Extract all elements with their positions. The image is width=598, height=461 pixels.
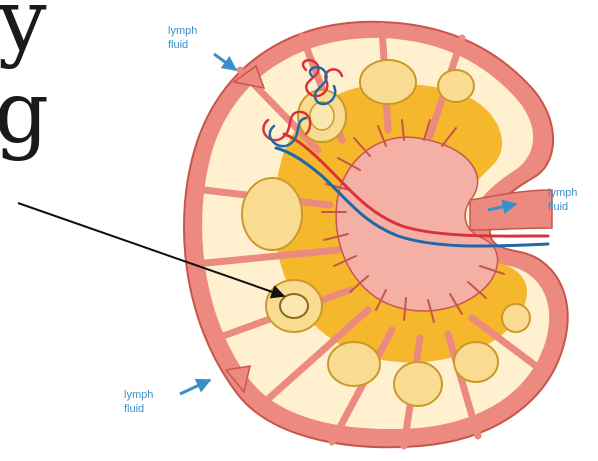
follicle xyxy=(454,342,498,382)
follicle-inner xyxy=(310,102,334,130)
cropped-text-glyph-middle: g xyxy=(0,63,49,163)
label-lymph-fluid-right: lymph fluid xyxy=(548,187,580,213)
follicle xyxy=(394,362,442,406)
lymph-arrow-top xyxy=(214,54,236,70)
follicle xyxy=(328,342,380,386)
follicle xyxy=(502,304,530,332)
cropped-text-glyph-top: y xyxy=(0,0,47,71)
follicle-inner xyxy=(280,294,308,318)
follicle xyxy=(360,60,416,104)
label-lymph-fluid-top: lymph fluid xyxy=(168,25,200,51)
follicle xyxy=(242,178,302,250)
label-lymph-fluid-bottom: lymph fluid xyxy=(124,389,156,415)
lymph-arrow-bottom xyxy=(180,380,210,394)
follicle xyxy=(438,70,474,102)
